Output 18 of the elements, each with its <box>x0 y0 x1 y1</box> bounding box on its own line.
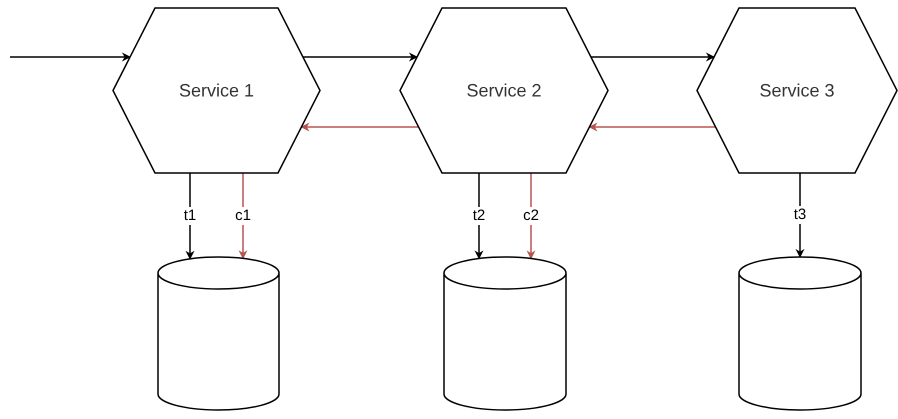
arrow <box>588 122 716 132</box>
edge-label: c1 <box>234 206 252 225</box>
service-name: Service 1 <box>178 80 256 101</box>
arrow <box>590 52 715 62</box>
service-name: Service 2 <box>465 80 543 101</box>
arrow <box>10 52 131 62</box>
edge-label: t3 <box>792 206 808 224</box>
service-name: Service 3 <box>758 80 836 101</box>
arrow <box>302 52 418 62</box>
arrow <box>796 173 804 258</box>
arrow <box>474 173 484 260</box>
arrow <box>300 122 419 132</box>
edge-label: t2 <box>472 206 486 225</box>
arrow <box>186 173 194 260</box>
arrow <box>526 173 536 260</box>
arrow <box>238 173 248 260</box>
edge-label: t1 <box>182 206 198 225</box>
edge-label: c2 <box>522 206 540 225</box>
